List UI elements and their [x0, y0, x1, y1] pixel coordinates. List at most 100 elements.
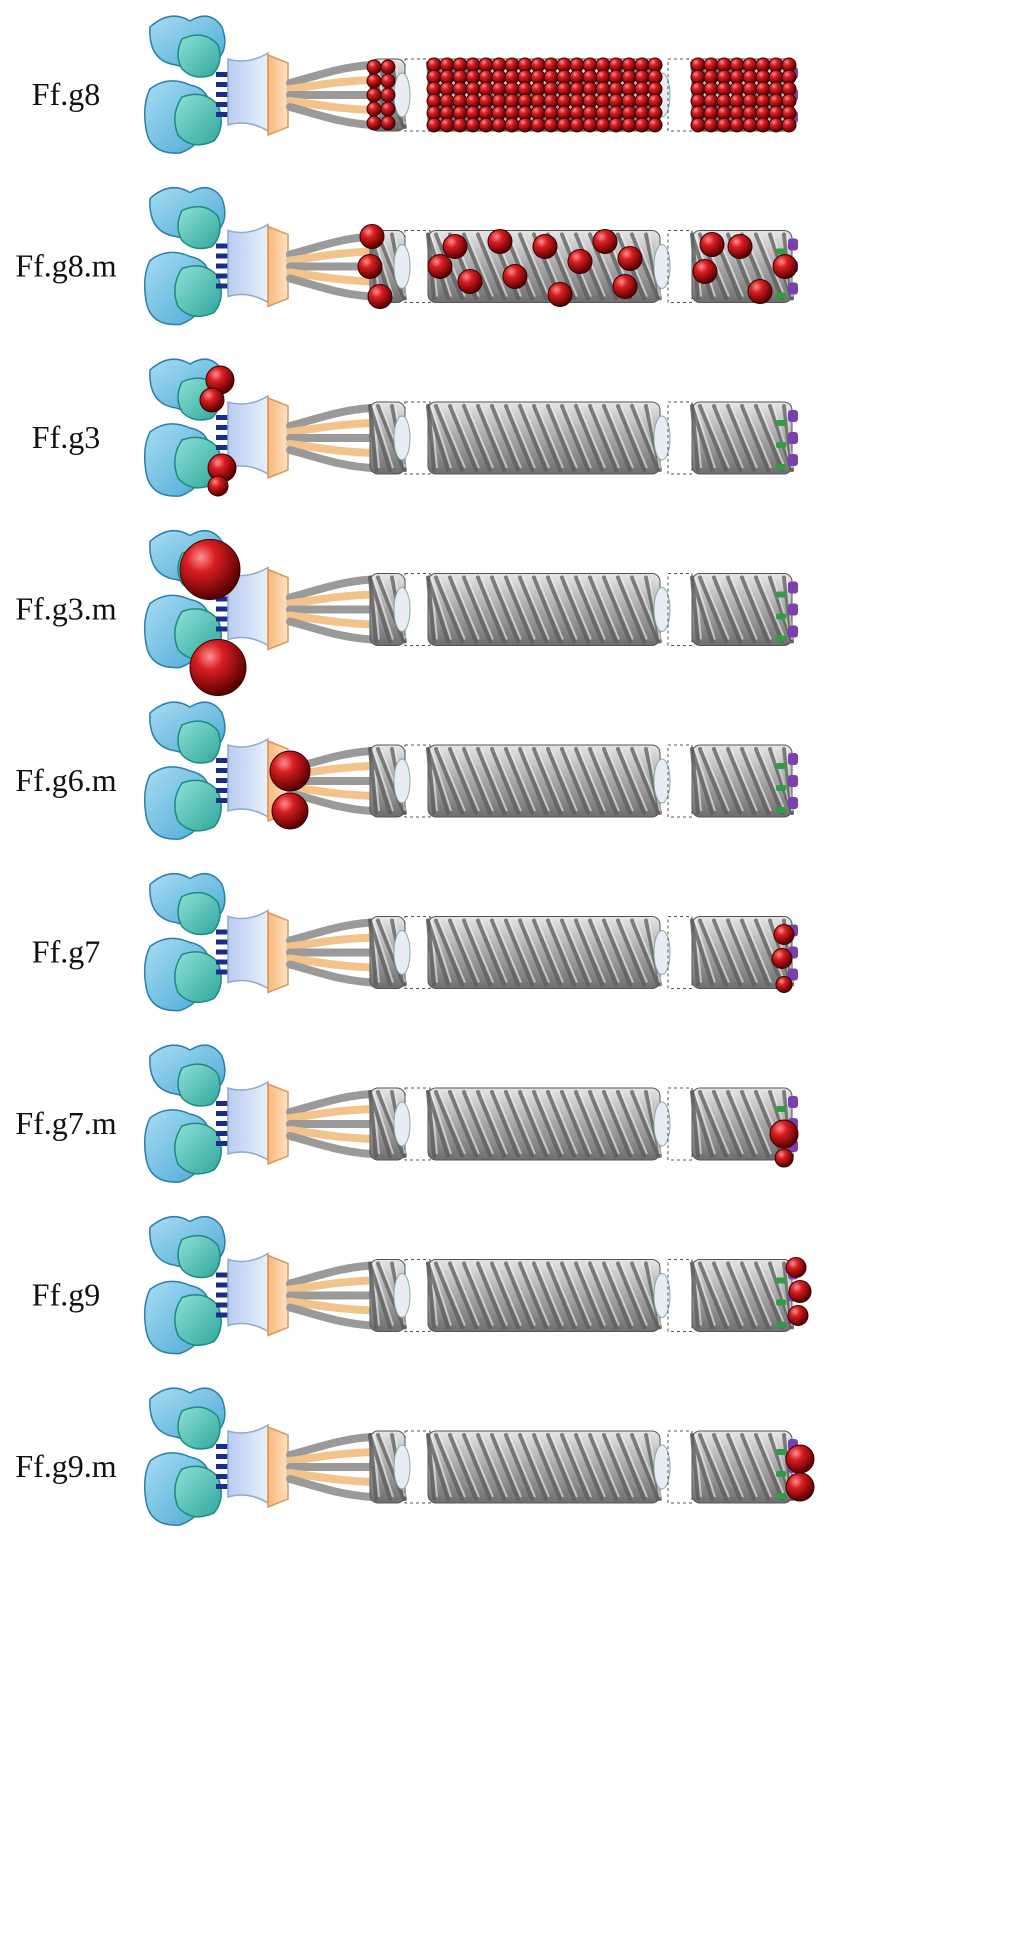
g9-tip [776, 464, 786, 470]
coat-end-cap [653, 587, 671, 632]
fusion-sphere [768, 117, 784, 133]
g3-protein-head [143, 1387, 230, 1526]
g8-taper [286, 1261, 376, 1330]
row-label: Ff.g9.m [15, 1448, 116, 1484]
g8-taper [286, 61, 376, 129]
g8-taper [286, 404, 376, 472]
g9-tip [776, 807, 786, 813]
fusion-sphere [502, 264, 528, 289]
fusion-sphere [621, 117, 637, 133]
phage-row: Ff.g8.m [15, 186, 798, 326]
coat-end-cap [653, 1444, 671, 1490]
fusion-sphere [442, 234, 468, 259]
g9-tip [776, 613, 786, 620]
g3-protein-head [143, 872, 230, 1012]
fusion-sphere [727, 234, 753, 259]
fusion-sphere [582, 117, 598, 133]
g9-tip [776, 442, 786, 448]
fusion-sphere [199, 387, 225, 413]
fusion-sphere [380, 115, 396, 131]
g8-coat-segment [690, 744, 794, 818]
dashed-gap [667, 573, 693, 646]
fusion-sphere [366, 87, 382, 103]
row-label: Ff.g3 [32, 419, 100, 455]
fusion-sphere [491, 117, 507, 133]
fusion-sphere [595, 117, 611, 133]
fusion-sphere [532, 234, 558, 259]
fusion-sphere [634, 117, 650, 133]
fusion-sphere [366, 73, 382, 89]
fusion-sphere [179, 539, 241, 600]
row-label: Ff.g7.m [15, 1105, 116, 1141]
dashed-gap [667, 230, 693, 303]
g7-tip [788, 753, 798, 765]
g8-taper [286, 918, 376, 987]
dashed-gap [667, 744, 693, 818]
g9-tip [776, 248, 786, 255]
row-label: Ff.g8.m [15, 248, 116, 284]
g7-tip [788, 968, 798, 981]
fusion-sphere [612, 274, 638, 299]
fusion-sphere [785, 1257, 807, 1278]
coat-end-cap [653, 930, 671, 975]
fusion-sphere [785, 1472, 815, 1502]
fusion-sphere [556, 117, 572, 133]
g9-tip [776, 763, 786, 769]
coat-end-cap [393, 758, 411, 804]
phage-row: Ff.g8 [32, 15, 798, 154]
coat-end-cap [653, 1101, 671, 1147]
g8-coat-segment [426, 573, 662, 646]
g6-linker [227, 1080, 269, 1162]
coat-end-cap [393, 930, 411, 975]
coat-end-cap [653, 244, 671, 289]
dashed-gap [667, 916, 693, 989]
fusion-sphere [617, 246, 643, 271]
row-label: Ff.g8 [32, 76, 100, 112]
phage-row: Ff.g3.m [15, 529, 798, 696]
fusion-sphere [357, 254, 383, 279]
fusion-sphere [785, 1444, 815, 1474]
g8-taper [286, 575, 376, 644]
g3-protein-head [143, 186, 230, 326]
row-label: Ff.g9 [32, 1277, 100, 1313]
g3-protein-head [143, 1044, 230, 1183]
fusion-sphere [608, 117, 624, 133]
g8-coat-segment [426, 401, 662, 475]
g8-coat-segment [426, 1259, 662, 1332]
fusion-sphere [729, 117, 745, 133]
g6-linker [227, 51, 269, 133]
row-label: Ff.g7 [32, 934, 100, 970]
fusion-sphere [690, 117, 706, 133]
fusion-sphere [366, 115, 382, 131]
g6-cone [267, 1082, 289, 1166]
g7-tip [788, 797, 798, 809]
coat-end-cap [653, 415, 671, 461]
fusion-sphere [775, 976, 793, 993]
phage-row: Ff.g7.m [15, 1044, 799, 1183]
g6-cone [267, 225, 289, 308]
coat-end-cap [393, 415, 411, 461]
coat-end-cap [653, 758, 671, 804]
phage-row: Ff.g7 [32, 872, 798, 1012]
g8-coat-segment [690, 1259, 794, 1332]
fusion-sphere [504, 117, 520, 133]
fusion-sphere [269, 750, 311, 792]
fusion-sphere [426, 117, 442, 133]
g9-tip [776, 292, 786, 299]
fusion-sphere [716, 117, 732, 133]
fusion-sphere [703, 117, 719, 133]
fusion-sphere [487, 229, 513, 254]
g8-coat-segment [426, 744, 662, 818]
fusion-sphere [699, 232, 725, 257]
fusion-sphere [367, 284, 393, 309]
g9-tip [776, 1299, 786, 1306]
fusion-sphere [692, 259, 718, 284]
phage-row: Ff.g9.m [15, 1387, 815, 1526]
g6-cone [267, 396, 289, 480]
fusion-sphere [380, 87, 396, 103]
g7-tip [788, 282, 798, 295]
fusion-sphere [380, 101, 396, 117]
g3-protein-head [143, 1215, 230, 1355]
